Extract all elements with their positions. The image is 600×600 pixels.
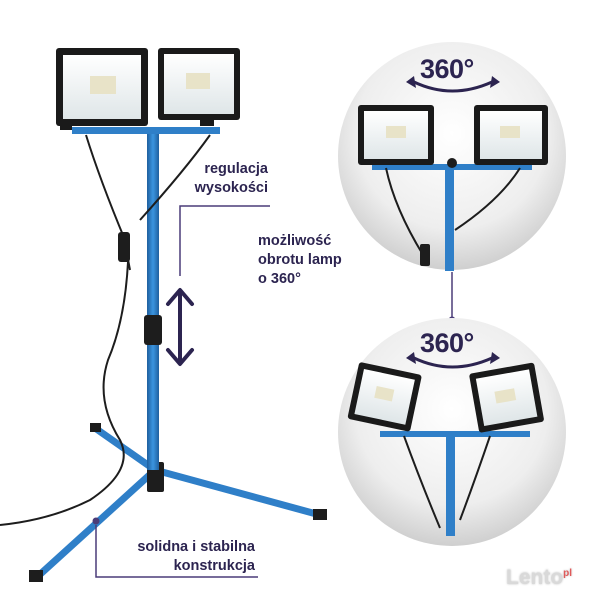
floodlight-right bbox=[158, 48, 240, 126]
label-line: konstrukcja bbox=[173, 558, 255, 574]
label-line: regulacja bbox=[204, 161, 268, 177]
label-line: możliwość bbox=[258, 233, 332, 249]
rotation-detail-top bbox=[338, 42, 566, 271]
rotation-360-badge: 360° bbox=[420, 328, 474, 358]
label-line: solidna i stabilna bbox=[137, 539, 255, 555]
callout-lines bbox=[95, 205, 453, 578]
floodlight-left bbox=[56, 48, 148, 130]
rotation-detail-bottom bbox=[338, 318, 566, 546]
rotation-360-badge: 360° bbox=[420, 54, 474, 84]
lamp-rotation-label: możliwość obrotu lamp o 360° bbox=[258, 232, 368, 289]
label-line: wysokości bbox=[194, 180, 268, 196]
watermark-tld: pl bbox=[563, 568, 573, 579]
stable-construction-label: solidna i stabilna konstrukcja bbox=[100, 538, 255, 576]
callout-dot bbox=[92, 517, 100, 525]
label-line: obrotu lamp bbox=[258, 252, 342, 268]
label-line: o 360° bbox=[258, 271, 301, 287]
watermark-brand: Lento bbox=[506, 566, 564, 589]
tripod-stand bbox=[0, 48, 327, 582]
watermark: Lentopl bbox=[506, 566, 572, 590]
height-adjust-arrow bbox=[166, 288, 194, 366]
height-adjustment-label: regulacja wysokości bbox=[178, 160, 268, 198]
